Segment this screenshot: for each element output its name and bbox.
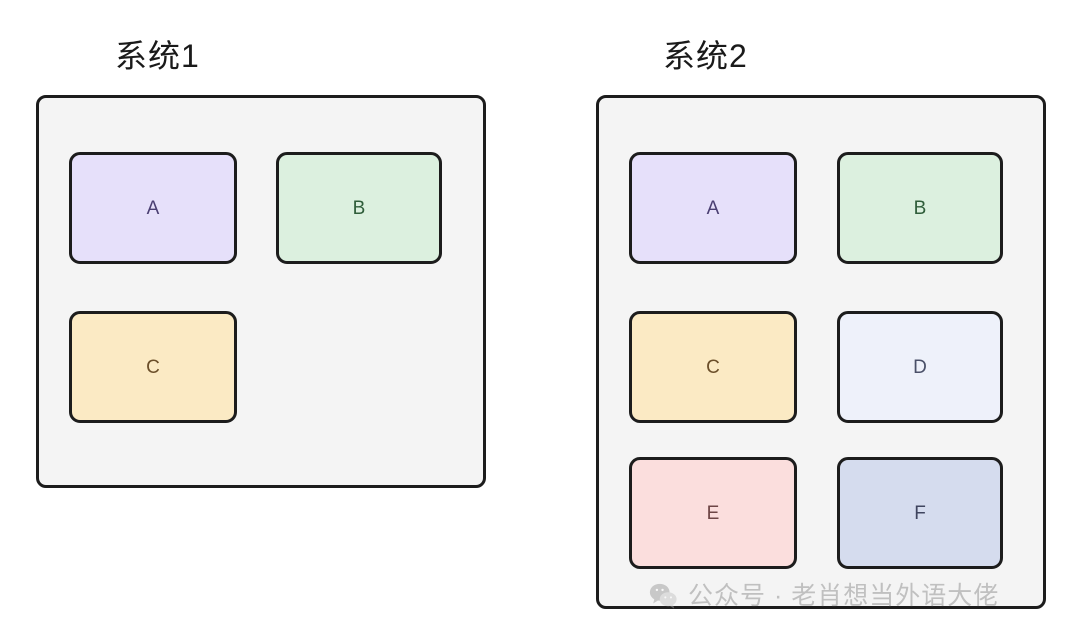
node-label: A — [706, 197, 720, 219]
node-system2-a[interactable]: A — [629, 152, 797, 264]
group-title-system2: 系统2 — [663, 38, 748, 74]
node-label: B — [913, 197, 927, 219]
node-system2-f[interactable]: F — [837, 457, 1003, 569]
node-system1-b[interactable]: B — [276, 152, 442, 264]
node-label: A — [146, 197, 160, 219]
node-label: B — [352, 197, 366, 219]
node-system2-b[interactable]: B — [837, 152, 1003, 264]
node-label: D — [913, 356, 927, 378]
node-system1-a[interactable]: A — [69, 152, 237, 264]
node-label: C — [706, 356, 720, 378]
group-title-system1: 系统1 — [115, 38, 200, 74]
node-system2-e[interactable]: E — [629, 457, 797, 569]
node-label: F — [914, 502, 926, 524]
node-system2-d[interactable]: D — [837, 311, 1003, 423]
node-system1-c[interactable]: C — [69, 311, 237, 423]
node-label: E — [706, 502, 720, 524]
node-system2-c[interactable]: C — [629, 311, 797, 423]
node-label: C — [146, 356, 160, 378]
